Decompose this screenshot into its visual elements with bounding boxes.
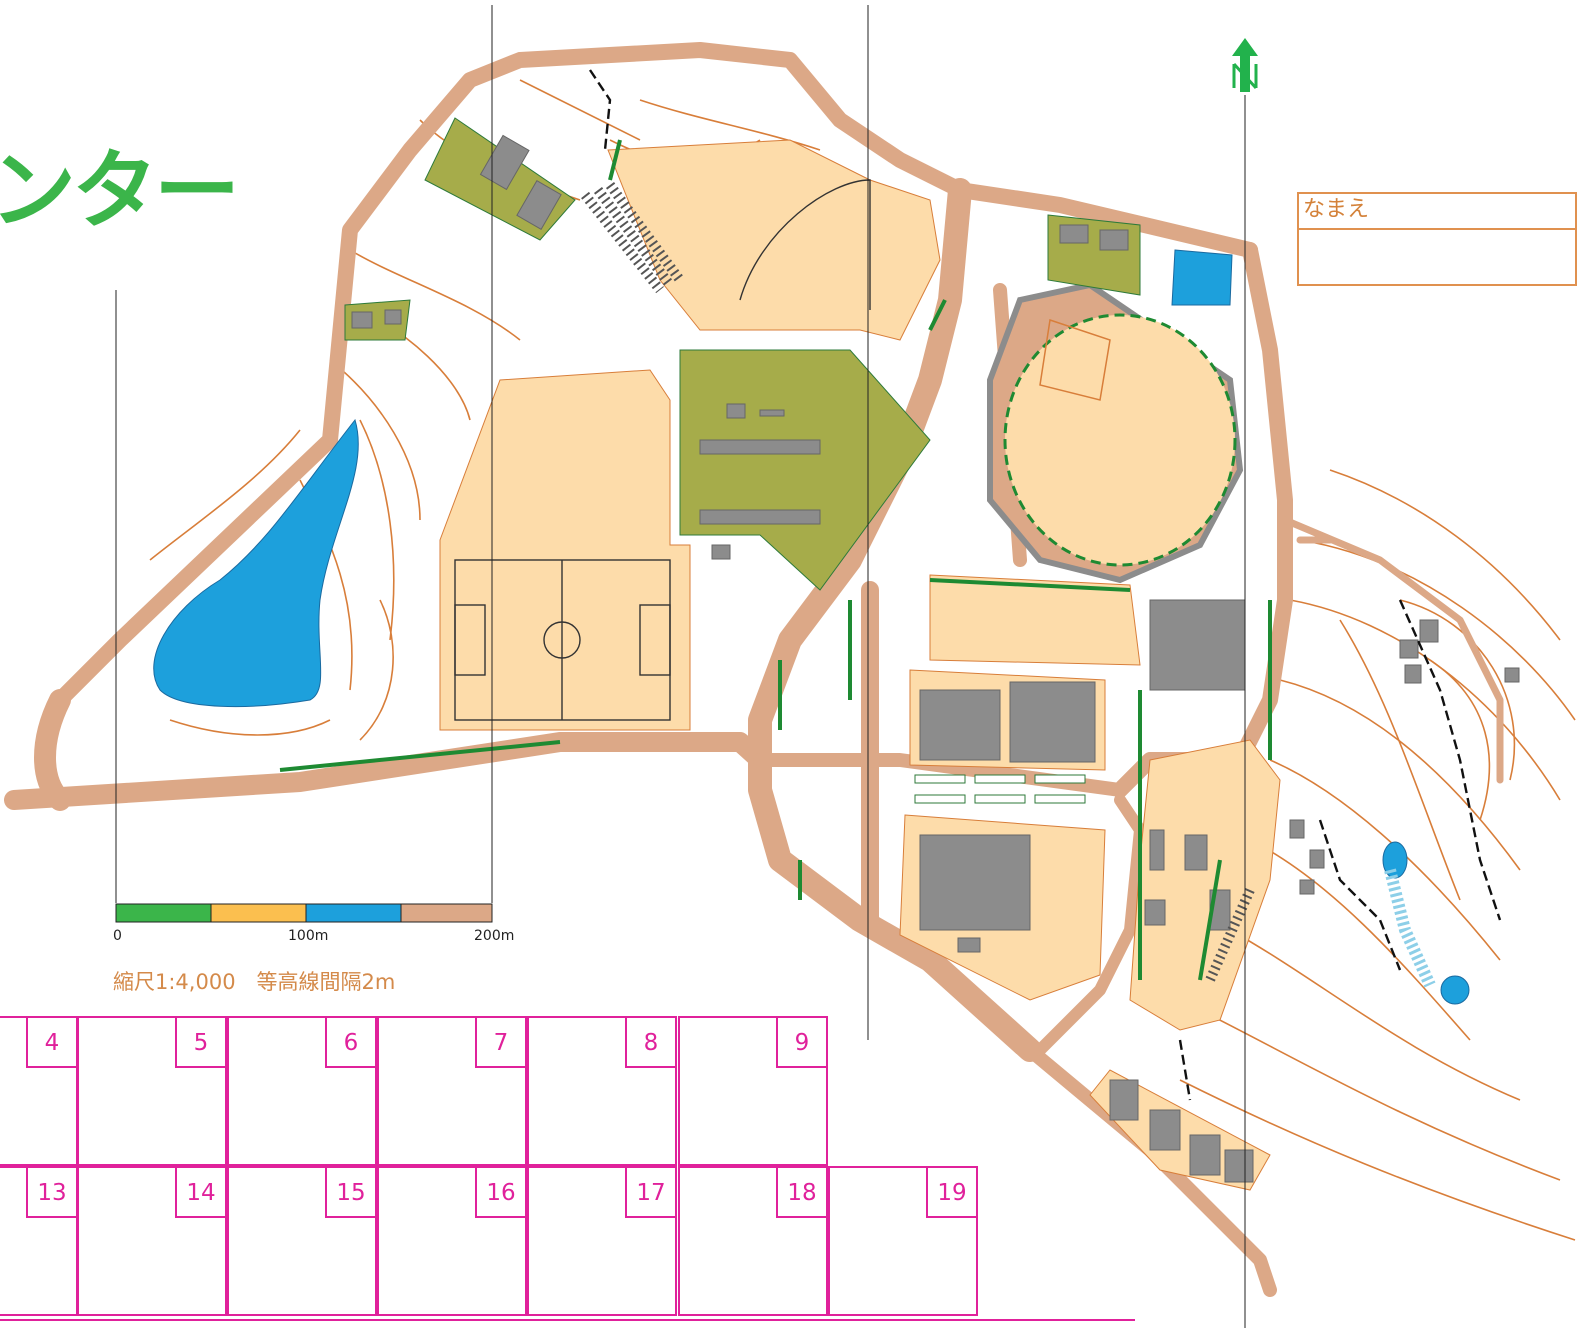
control-number: 6 xyxy=(325,1016,377,1068)
control-number: 17 xyxy=(625,1166,677,1218)
control-number: 5 xyxy=(175,1016,227,1068)
stadium xyxy=(987,281,1244,584)
scale-tick-100m: 100m xyxy=(288,928,329,944)
scale-bar xyxy=(115,903,493,923)
control-cell[interactable]: 4 xyxy=(0,1016,78,1166)
track-rows xyxy=(914,774,1086,804)
baseball-arc xyxy=(739,179,871,310)
name-divider xyxy=(1299,228,1575,230)
control-cell[interactable]: 18 xyxy=(678,1166,828,1316)
control-cell[interactable]: 17 xyxy=(527,1166,677,1316)
scale-description: 縮尺1:4,000 等高線間隔2m xyxy=(113,970,396,994)
control-number: 13 xyxy=(26,1166,78,1218)
control-number: 18 xyxy=(776,1166,828,1218)
soccer-field-lines xyxy=(454,559,671,721)
control-cell[interactable]: 19 xyxy=(828,1166,978,1316)
stream-marsh xyxy=(1384,868,1436,988)
control-number: 9 xyxy=(776,1016,828,1068)
name-entry-box[interactable]: なまえ xyxy=(1297,192,1577,286)
water-bodies xyxy=(153,249,1470,1005)
control-cell[interactable]: 13 xyxy=(0,1166,78,1316)
control-cell[interactable]: 9 xyxy=(678,1016,828,1166)
control-cell[interactable]: 16 xyxy=(377,1166,527,1316)
north-arrow-icon xyxy=(1232,38,1258,92)
scale-tick-0: 0 xyxy=(113,928,122,944)
name-label: なまえ xyxy=(1303,197,1370,222)
control-number: 15 xyxy=(325,1166,377,1218)
map-title-fragment: ンター xyxy=(0,141,240,241)
control-cell[interactable]: 6 xyxy=(227,1016,377,1166)
magnetic-north-lines xyxy=(115,5,1246,1328)
roads xyxy=(4,42,1504,1297)
control-number: 7 xyxy=(475,1016,527,1068)
buildings xyxy=(351,134,1520,1183)
control-number: 8 xyxy=(625,1016,677,1068)
control-number: 16 xyxy=(475,1166,527,1218)
control-cell[interactable]: 14 xyxy=(77,1166,227,1316)
control-cell[interactable]: 15 xyxy=(227,1166,377,1316)
green-walls xyxy=(279,139,1272,981)
control-cell[interactable]: 5 xyxy=(77,1016,227,1166)
control-cell[interactable]: 8 xyxy=(527,1016,677,1166)
control-number: 14 xyxy=(175,1166,227,1218)
control-number: 19 xyxy=(926,1166,978,1218)
scale-tick-200m: 200m xyxy=(474,928,515,944)
cliff-hatching xyxy=(581,182,1255,983)
contours-east xyxy=(1179,469,1576,1241)
trails xyxy=(589,69,1502,1101)
control-number: 4 xyxy=(26,1016,78,1068)
control-cell[interactable]: 7 xyxy=(377,1016,527,1166)
